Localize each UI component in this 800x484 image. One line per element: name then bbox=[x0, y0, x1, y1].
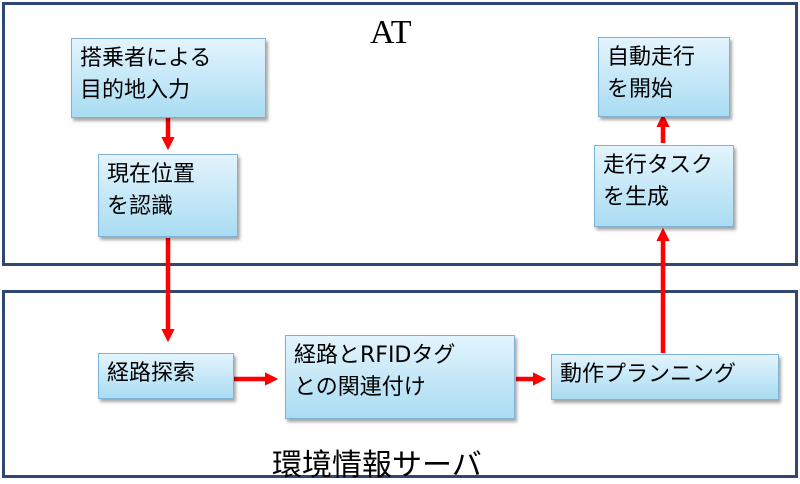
destination-input-line1: 搭乗者による bbox=[80, 46, 212, 71]
recognize-position-box: 現在位置 を認識 bbox=[98, 154, 238, 237]
recognize-position-line2: を認識 bbox=[107, 194, 174, 219]
route-search-line1: 経路探索 bbox=[107, 361, 196, 386]
motion-planning-line1: 動作プランニング bbox=[560, 362, 737, 387]
server-region-title: 環境情報サーバ bbox=[272, 448, 482, 483]
route-search-box: 経路探索 bbox=[98, 353, 234, 399]
destination-input-box: 搭乗者による 目的地入力 bbox=[71, 38, 266, 118]
generate-task-box: 走行タスク を生成 bbox=[594, 145, 734, 227]
generate-task-line1: 走行タスク bbox=[603, 153, 714, 178]
rfid-association-line1: 経路とRFIDタグ bbox=[294, 343, 456, 368]
start-driving-line1: 自動走行 bbox=[607, 45, 696, 70]
recognize-position-line1: 現在位置 bbox=[107, 162, 196, 187]
start-driving-line2: を開始 bbox=[607, 77, 674, 102]
motion-planning-box: 動作プランニング bbox=[551, 354, 779, 400]
rfid-association-line2: との関連付け bbox=[294, 375, 426, 400]
rfid-association-box: 経路とRFIDタグ との関連付け bbox=[285, 335, 515, 419]
at-region-title: AT bbox=[370, 14, 412, 51]
generate-task-line2: を生成 bbox=[603, 185, 670, 210]
destination-input-line2: 目的地入力 bbox=[80, 78, 191, 103]
start-driving-box: 自動走行 を開始 bbox=[598, 37, 730, 117]
